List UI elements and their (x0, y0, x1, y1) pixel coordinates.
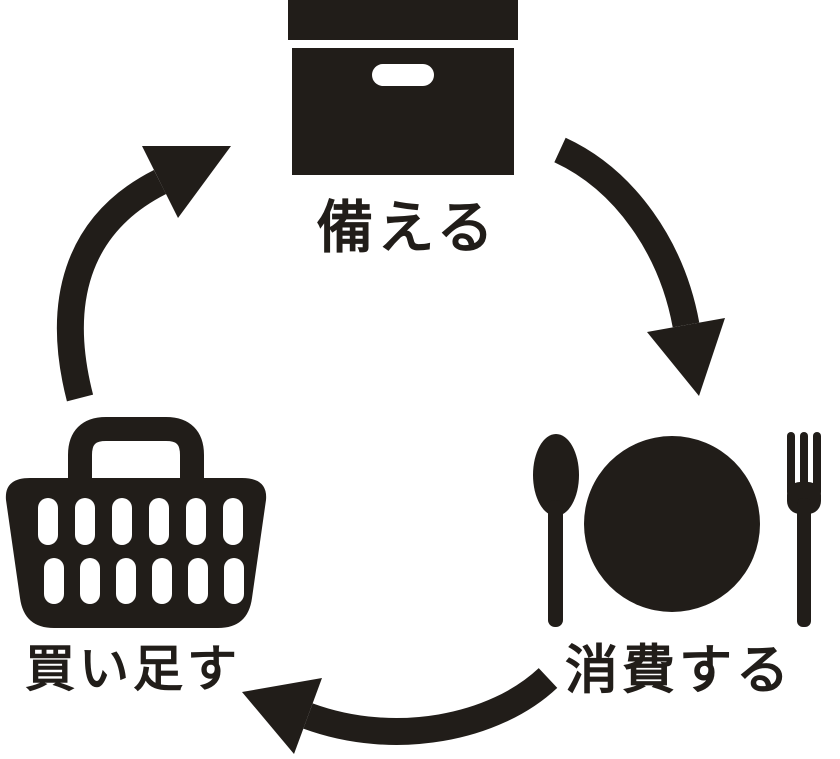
fork-tine (800, 432, 808, 496)
basket-slot (149, 498, 169, 545)
storage-box-icon (288, 0, 518, 175)
arrow-prepare-to-consume-icon (554, 137, 725, 396)
arrow-head (242, 678, 322, 754)
basket-slot (188, 558, 208, 604)
basket-slot (116, 558, 136, 604)
arrow-consume-to-restock-icon (242, 667, 558, 754)
basket-slot (224, 558, 244, 604)
fork-icon (787, 432, 821, 627)
spoon-handle (548, 500, 563, 627)
shopping-basket-icon (5, 417, 267, 628)
plate-spoon-fork-icon (533, 432, 821, 627)
fork-tine (787, 432, 795, 496)
consume-label: 消費する (565, 640, 793, 701)
spoon-bowl (533, 434, 579, 516)
basket-slot (223, 498, 243, 545)
box-handle-hole (372, 64, 434, 86)
basket-slot (75, 498, 95, 545)
spoon-icon (533, 434, 579, 627)
basket-slots (38, 498, 244, 604)
plate-icon (584, 436, 760, 612)
arrow-curve (303, 667, 558, 745)
arrow-restock-to-prepare-icon (57, 146, 231, 402)
arrow-head (142, 146, 231, 218)
basket-slot (186, 498, 206, 545)
basket-slot (152, 558, 172, 604)
basket-slot (80, 558, 100, 604)
arrow-curve (57, 169, 167, 402)
basket-slot (44, 558, 64, 604)
box-lid (288, 0, 518, 40)
arrow-curve (554, 137, 700, 328)
fork-handle (797, 498, 811, 627)
prepare-label: 備える (316, 195, 498, 261)
basket-slot (38, 498, 58, 545)
basket-handle (68, 417, 204, 482)
fork-tine (813, 432, 821, 496)
arrow-head (647, 318, 725, 396)
restock-label: 買い足す (25, 640, 241, 698)
basket-slot (112, 498, 132, 545)
